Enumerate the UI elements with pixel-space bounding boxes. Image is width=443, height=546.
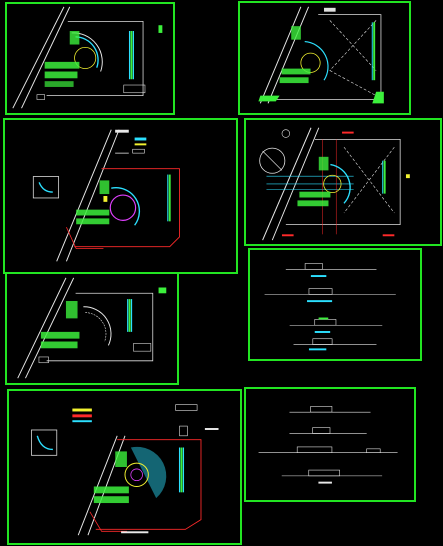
drawing-sheet-site-plan-e[interactable]	[5, 272, 179, 385]
site-plan-a-drawing	[12, 6, 163, 109]
drawing-sheet-elevations-b[interactable]	[244, 387, 416, 502]
elevations-b-drawing	[258, 406, 398, 484]
site-plan-b-drawing	[258, 6, 384, 104]
drawing-sheet-site-plan-d[interactable]	[244, 118, 442, 246]
drawing-sheet-site-plan-c[interactable]	[3, 118, 238, 274]
site-plan-d-drawing	[259, 127, 410, 241]
drawing-sheet-site-plan-b[interactable]	[238, 1, 411, 115]
elevations-a-drawing	[264, 263, 396, 351]
drawing-sheet-site-plan-f[interactable]	[7, 389, 242, 545]
site-plan-f-drawing	[31, 404, 219, 536]
drawing-sheet-site-plan-a[interactable]	[5, 2, 175, 115]
site-plan-e-drawing	[17, 277, 167, 379]
site-plan-c-drawing	[32, 129, 180, 262]
drawing-sheet-elevations-a[interactable]	[248, 248, 422, 361]
